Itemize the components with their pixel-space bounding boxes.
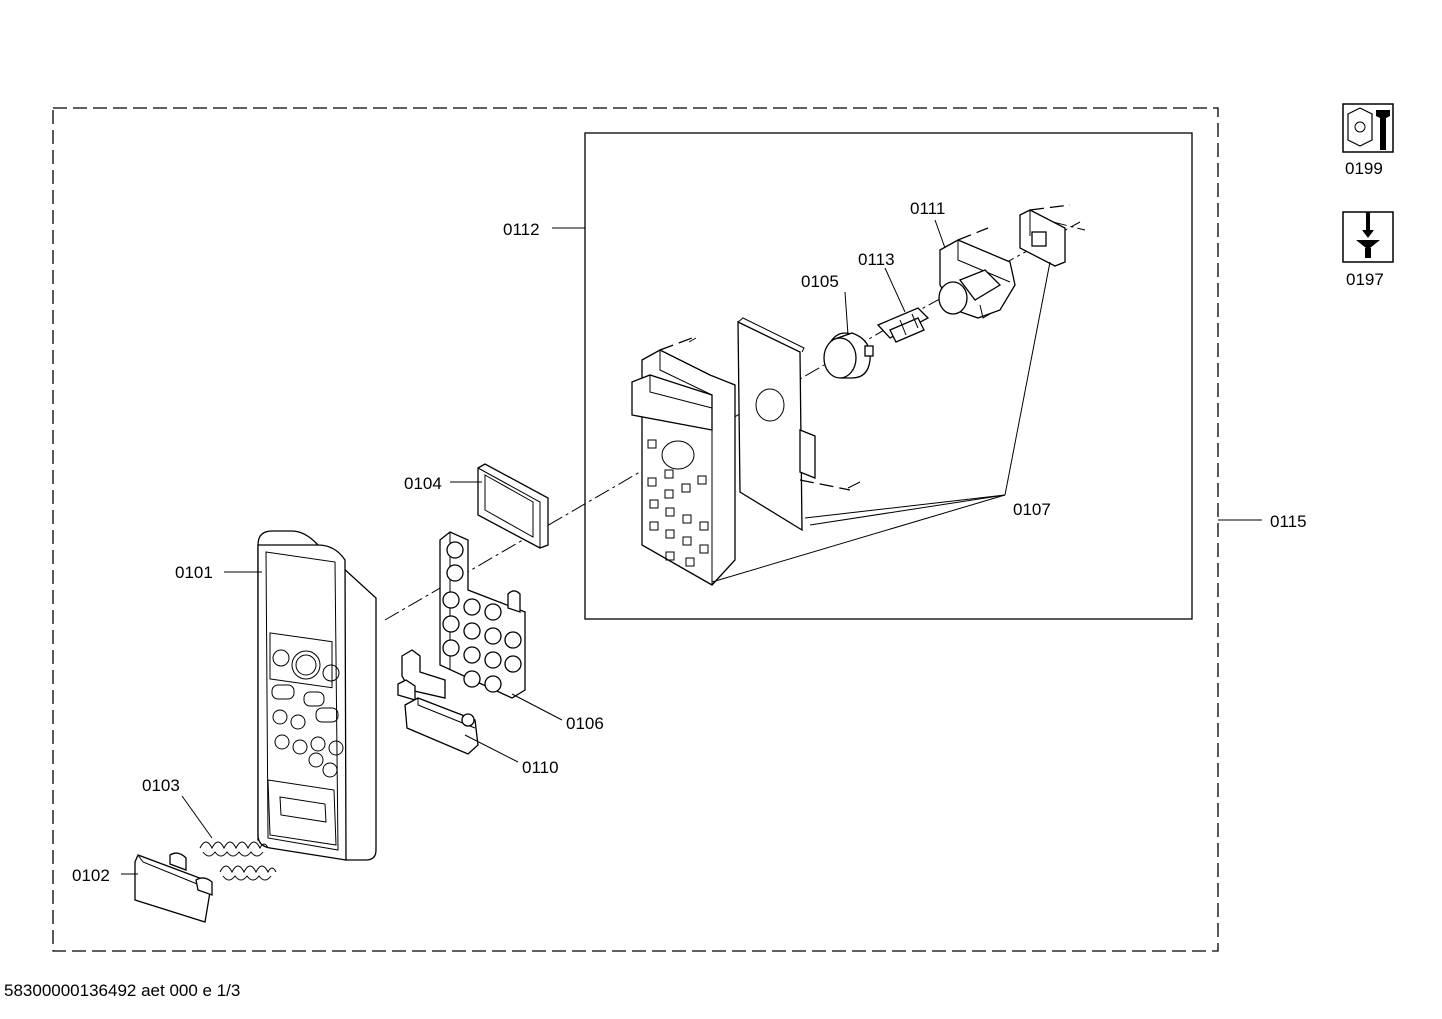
part-0106-keypad bbox=[439, 531, 526, 699]
label-0107: 0107 bbox=[1013, 500, 1051, 519]
label-0111: 0111 bbox=[910, 199, 945, 218]
label-0103: 0103 bbox=[142, 776, 180, 795]
part-0111-bracket bbox=[938, 227, 1016, 319]
label-0199: 0199 bbox=[1345, 159, 1383, 178]
document-footer: 58300000136492 aet 000 e 1/3 bbox=[4, 981, 241, 1000]
part-0104-display-window bbox=[477, 463, 549, 549]
label-0104: 0104 bbox=[404, 474, 442, 493]
part-0110-switch bbox=[397, 649, 479, 755]
wrench-nut-icon bbox=[1342, 103, 1394, 153]
label-0197: 0197 bbox=[1346, 270, 1384, 289]
part-0101-front-panel bbox=[257, 530, 377, 861]
part-0113-shaft bbox=[876, 307, 930, 343]
part-0107-control-board bbox=[631, 317, 861, 586]
label-0101: 0101 bbox=[175, 563, 213, 582]
part-0102-button-cap bbox=[134, 852, 213, 923]
label-0112: 0112 bbox=[503, 220, 540, 239]
subassembly-frame-0112 bbox=[584, 132, 1193, 620]
label-0106: 0106 bbox=[566, 714, 604, 733]
label-0102: 0102 bbox=[72, 866, 110, 885]
label-0105: 0105 bbox=[801, 272, 839, 291]
part-0103-springs bbox=[199, 841, 277, 881]
label-0113: 0113 bbox=[858, 250, 895, 269]
leader-lines bbox=[121, 219, 1262, 875]
part-mounting-plate bbox=[1019, 204, 1071, 267]
assembly-boundary-0115 bbox=[52, 107, 1219, 952]
screwdriver-screw-icon bbox=[1342, 211, 1394, 263]
part-0105-rotary-knob bbox=[823, 332, 874, 379]
label-0110: 0110 bbox=[522, 758, 559, 777]
label-0115: 0115 bbox=[1270, 512, 1307, 531]
leader-0107 bbox=[711, 261, 1051, 583]
